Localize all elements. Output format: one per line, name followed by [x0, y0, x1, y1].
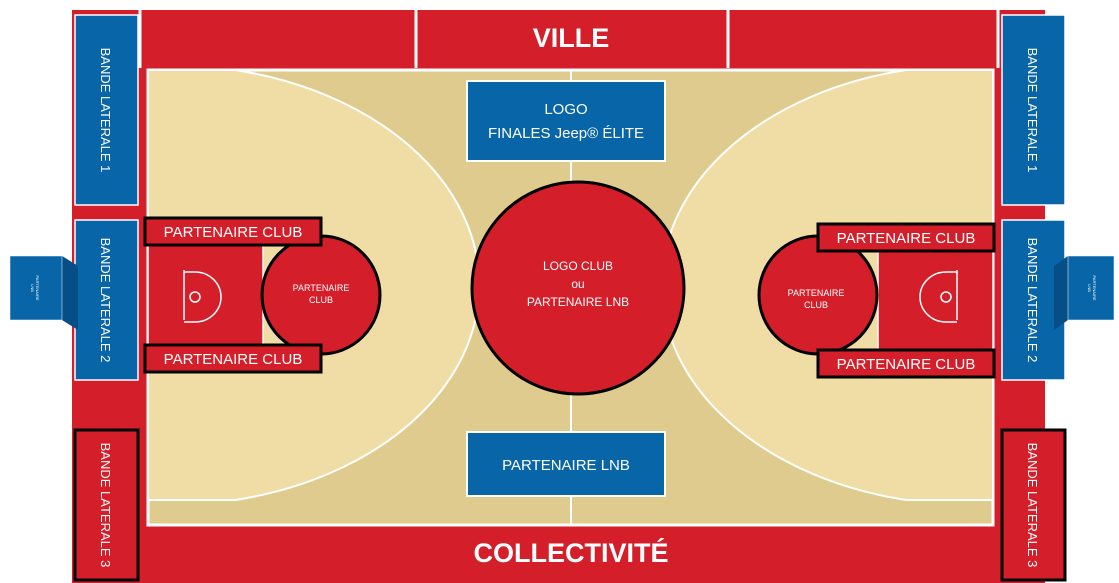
center-circle [470, 180, 686, 396]
right-partner-label-top: PARTENAIRE CLUB [837, 230, 976, 247]
center-top-line2: FINALES Jeep® ÉLITE [488, 125, 644, 142]
left-band-2-label: BANDE LATERALE 2 [98, 238, 113, 363]
right-hoop [940, 291, 952, 303]
right-restricted-arc [919, 271, 957, 323]
left-restricted-arc [184, 271, 222, 323]
left-cube-line1: PARTENAIRE [35, 275, 40, 301]
left-partner-label-top: PARTENAIRE CLUB [164, 224, 303, 241]
right-cube-line1: PARTENAIRE [1092, 275, 1097, 301]
right-band-3-label: BANDE LATERALE 3 [1025, 443, 1040, 568]
right-partner-bar-top [816, 222, 996, 253]
right-cube-line2: LNB [1087, 284, 1092, 292]
left-key-circle-line2: CLUB [309, 295, 333, 305]
center-circle-line2: ou [571, 277, 584, 291]
right-partner-bar-bottom [816, 348, 996, 379]
left-band-2 [74, 219, 139, 381]
right-band-1 [1001, 14, 1066, 206]
right-band-1-label: BANDE LATERALE 1 [1025, 48, 1040, 173]
left-partner-bar-bottom [143, 343, 323, 374]
center-bottom-box [466, 431, 666, 497]
left-band-1 [74, 14, 139, 206]
top-banner-text: VILLE [533, 23, 610, 53]
center-circle-line1: LOGO CLUB [543, 259, 613, 273]
left-key [147, 243, 264, 353]
center-top-box [466, 80, 666, 162]
right-lnb-cube [1054, 255, 1115, 330]
left-lnb-cube [9, 255, 78, 330]
center-top-line1: LOGO [544, 101, 587, 118]
left-cube-line2: LNB [30, 284, 35, 292]
right-key-circle-line2: CLUB [804, 300, 828, 310]
left-band-1-label: BANDE LATERALE 1 [98, 48, 113, 173]
right-band-2-label: BANDE LATERALE 2 [1025, 238, 1040, 363]
left-band-3 [73, 428, 140, 582]
left-key-circle-line1: PARTENAIRE [293, 283, 350, 293]
right-key [877, 243, 994, 353]
left-band-3-label: BANDE LATERALE 3 [98, 443, 113, 568]
left-partner-bar-top [143, 216, 323, 247]
bottom-banner-text: COLLECTIVITÉ [474, 537, 669, 568]
center-bottom-text: PARTENAIRE LNB [502, 457, 630, 474]
right-band-3 [1000, 428, 1067, 582]
center-circle-line3: PARTENAIRE LNB [527, 295, 629, 309]
right-key-circle-line1: PARTENAIRE [788, 288, 845, 298]
right-partner-label-bottom: PARTENAIRE CLUB [837, 356, 976, 373]
left-hoop [189, 291, 201, 303]
left-partner-label-bottom: PARTENAIRE CLUB [164, 351, 303, 368]
